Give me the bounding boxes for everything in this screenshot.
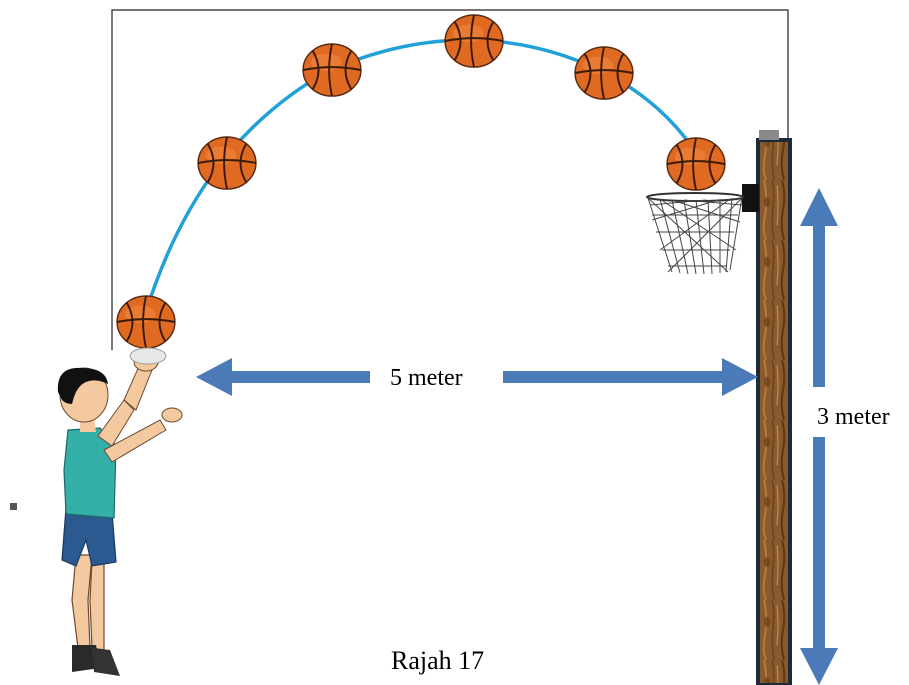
- basketball-icon: [116, 295, 176, 349]
- horizontal-distance-label: 5 meter: [390, 365, 463, 391]
- basketball-player: [57, 347, 183, 676]
- ball-trajectory: [142, 38, 696, 319]
- figure-caption: Rajah 17: [391, 646, 485, 675]
- basketball-net: [646, 192, 744, 275]
- basketball-icon: [197, 136, 257, 190]
- vertical-height-label: 3 meter: [817, 404, 890, 430]
- hoop-pole: [756, 138, 792, 685]
- basketball-icon: [444, 14, 504, 68]
- frame-outline: [111, 9, 789, 350]
- basketball-icon: [574, 46, 634, 100]
- vertical-height-arrow: [800, 188, 838, 685]
- horizontal-distance-arrow: [196, 358, 758, 396]
- pole-cap: [759, 130, 779, 140]
- basketball-icon: [302, 43, 362, 97]
- hoop-bracket: [742, 184, 759, 212]
- stray-mark: [10, 503, 17, 510]
- basketball-icon: [666, 137, 726, 191]
